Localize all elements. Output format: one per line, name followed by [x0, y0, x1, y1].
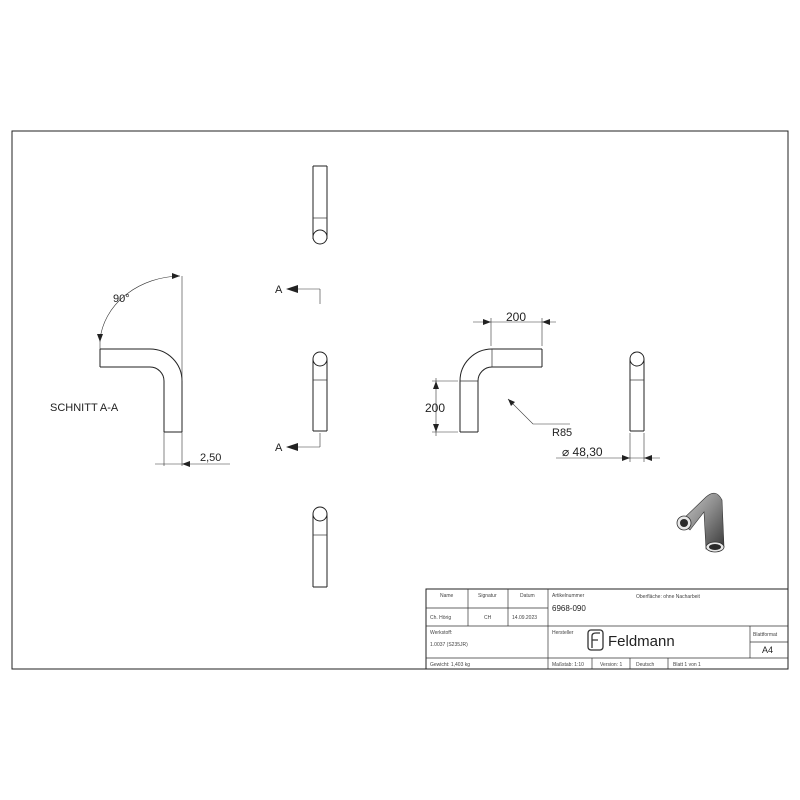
oberflaeche-text: Oberfläche: ohne Nacharbeit	[636, 594, 701, 600]
front-views: A A	[275, 165, 328, 588]
thickness-label: 2,50	[200, 452, 221, 464]
end-view: ⌀ 48,30	[556, 351, 660, 462]
author-signature: CH	[484, 615, 492, 621]
author-date: 14.09.2023	[512, 615, 537, 621]
blatt-text: Blatt 1 von 1	[673, 662, 701, 668]
gewicht-text: Gewicht: 1,403 kg	[430, 662, 470, 668]
hersteller-label: Hersteller	[552, 630, 574, 636]
angle-label: 90°	[113, 293, 130, 305]
dim-top-label: 200	[506, 310, 526, 324]
blattformat-label: Blattformat	[753, 632, 778, 638]
version-text: Version: 1	[600, 662, 622, 668]
section-marker-top: A	[275, 284, 283, 296]
sprache-text: Deutsch	[636, 662, 655, 668]
blattformat-value: A4	[762, 645, 773, 655]
section-title: SCHNITT A-A	[50, 402, 119, 414]
title-block: Name Signatur Datum Ch. Hörig CH 14.09.2…	[425, 588, 789, 670]
col-datum: Datum	[520, 593, 535, 599]
col-name: Name	[440, 593, 454, 599]
artikel-value: 6968-090	[552, 604, 586, 613]
col-signatur: Signatur	[478, 593, 497, 599]
section-marker-bottom: A	[275, 442, 283, 454]
radius-label: R85	[552, 427, 572, 439]
massstab-text: Maßstab: 1:10	[552, 662, 584, 668]
artikel-label: Artikelnummer	[552, 593, 585, 599]
feldmann-logo: Feldmann	[587, 629, 675, 651]
diameter-label: ⌀ 48,30	[562, 445, 603, 459]
isometric-pipe	[676, 492, 725, 553]
werkstoff-value: 1.0037 (S235JR)	[430, 642, 468, 648]
drawing-frame	[11, 130, 789, 670]
dim-side-label: 200	[425, 401, 445, 415]
author-name: Ch. Hörig	[430, 615, 451, 621]
werkstoff-label: Werkstoff:	[430, 630, 452, 636]
side-view: 200 200 R85	[425, 310, 572, 439]
brand-name: Feldmann	[608, 633, 675, 650]
section-view: 90° 2,50 SCHNITT A-A	[50, 273, 230, 467]
